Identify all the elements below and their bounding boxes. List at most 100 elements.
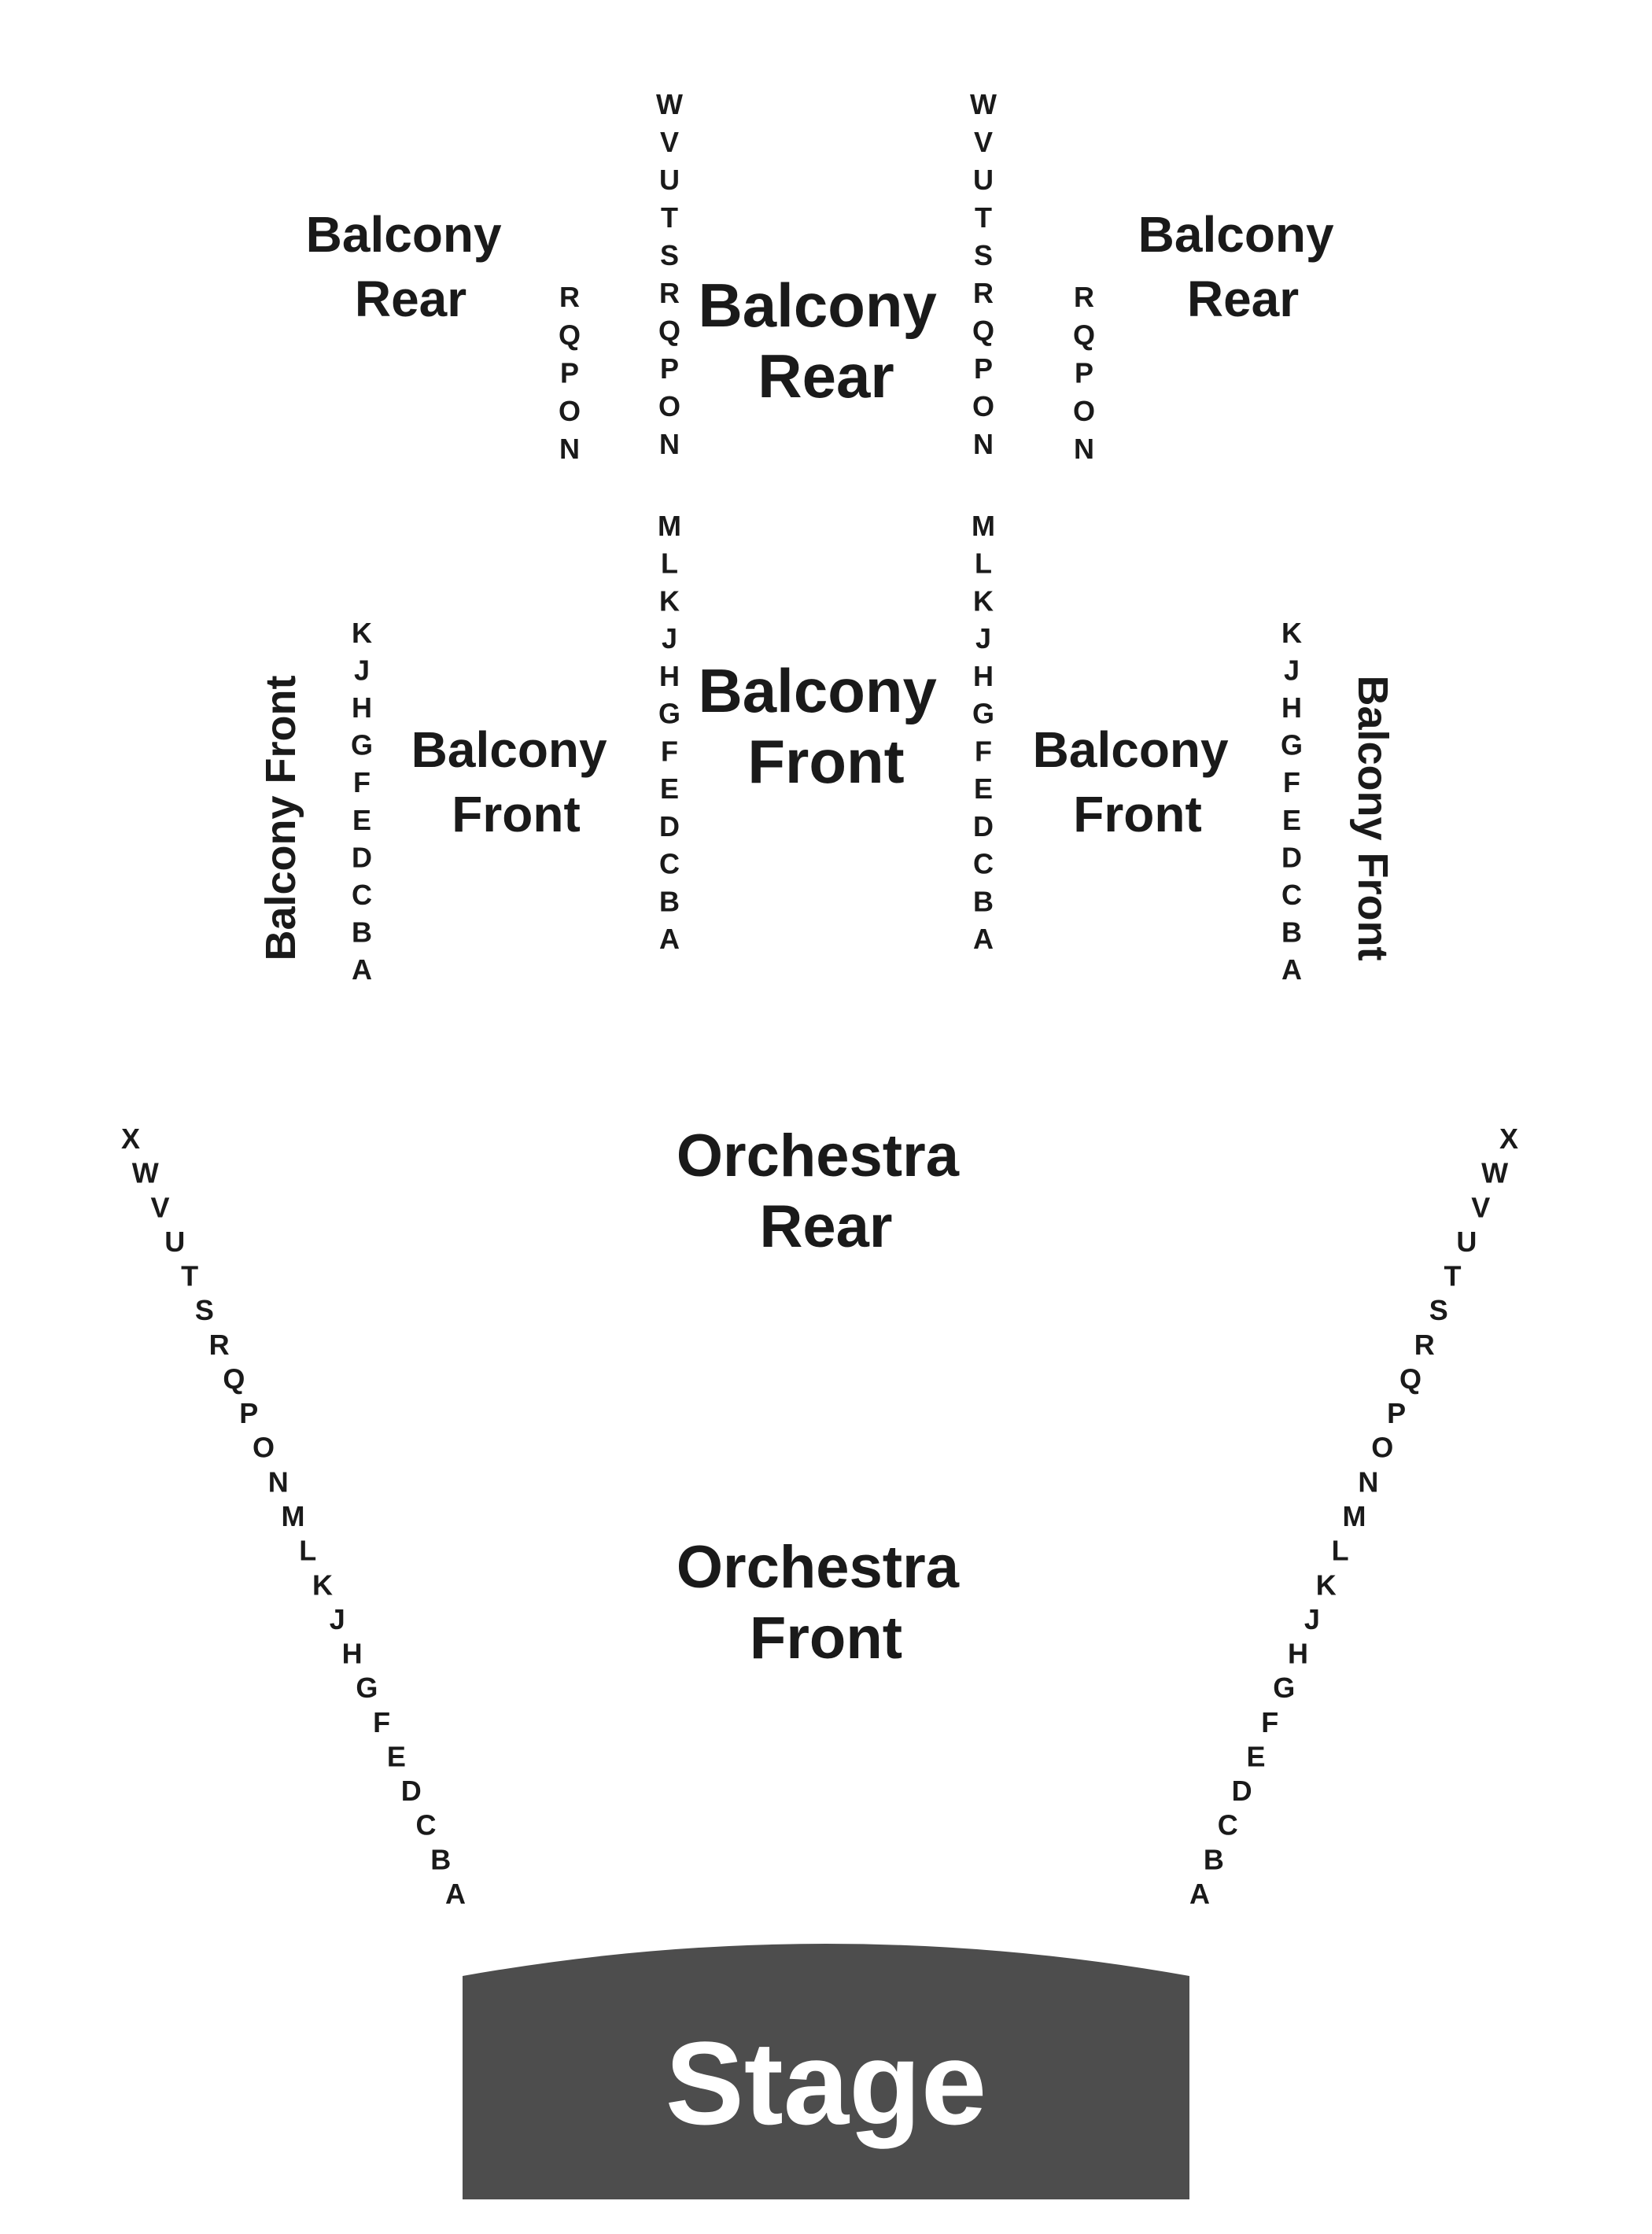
section-balcony-rear-left[interactable]: Balcony Rear <box>306 206 516 327</box>
balcony-front-right-aisle-row-f: F <box>975 735 992 767</box>
balcony-rear-left-aisle-row-n: N <box>659 428 680 460</box>
balcony-front-right-side-row-b: B <box>1281 916 1302 948</box>
balcony-front-left-aisle-row-d: D <box>659 810 680 842</box>
orchestra-right-row-h: H <box>1288 1638 1308 1670</box>
orchestra-right-row-n: N <box>1358 1465 1378 1498</box>
balcony-rear-left-aisle-row-v: V <box>660 126 679 158</box>
balcony-rear-right-aisle-row-o: O <box>972 390 994 422</box>
orchestra-left-row-f: F <box>373 1706 390 1738</box>
orchestra-left-row-j: J <box>330 1603 345 1635</box>
balcony-rear-left-aisle-row-q: Q <box>658 315 680 347</box>
orchestra-left-row-u: U <box>164 1226 185 1258</box>
balcony-front-left-aisle-row-m: M <box>658 510 681 542</box>
balcony-rear-left-aisle-row-o: O <box>658 390 680 422</box>
orchestra-right-row-b: B <box>1204 1843 1224 1875</box>
balcony-rear-left-side-row-q: Q <box>559 319 581 351</box>
balcony-rear-right-aisle-row-n: N <box>973 428 994 460</box>
section-balcony-rear-right[interactable]: Balcony Rear <box>1138 206 1348 327</box>
orchestra-left-row-o: O <box>253 1432 275 1464</box>
balcony-front-right-side-row-k: K <box>1281 617 1302 649</box>
orchestra-right-row-g: G <box>1273 1672 1295 1704</box>
orchestra-right-row-a: A <box>1189 1878 1210 1910</box>
orchestra-left-row-d: D <box>401 1775 422 1807</box>
balcony-front-left-aisle-row-e: E <box>660 772 679 805</box>
balcony-front-right-side-row-g: G <box>1281 729 1303 761</box>
section-balcony-front-right-outer[interactable]: Balcony Front <box>1349 675 1396 960</box>
balcony-rear-left-side-row-n: N <box>559 433 580 465</box>
balcony-rear-right-aisle-row-r: R <box>973 277 994 309</box>
balcony-front-right-aisle-row-e: E <box>974 772 993 805</box>
balcony-front-left-side-row-k: K <box>352 617 372 649</box>
balcony-front-left-side-row-d: D <box>352 841 372 873</box>
balcony-rear-right-aisle-row-q: Q <box>972 315 994 347</box>
orchestra-right-row-k: K <box>1316 1569 1337 1601</box>
row-labels: WVUTSRQPONWVUTSRQPONRQPONRQPONMLKJHGFEDC… <box>121 88 1518 1910</box>
balcony-rear-right-side-row-p: P <box>1075 357 1093 389</box>
orchestra-left-row-k: K <box>312 1569 333 1601</box>
balcony-front-right-aisle-row-m: M <box>972 510 995 542</box>
section-balcony-front-center[interactable]: Balcony Front <box>698 656 953 796</box>
section-orchestra-rear[interactable]: Orchestra Rear <box>677 1123 975 1260</box>
balcony-front-left-aisle-row-g: G <box>658 698 680 730</box>
orchestra-left-row-l: L <box>299 1535 316 1567</box>
balcony-front-left-aisle-row-a: A <box>659 923 680 955</box>
stage-shape[interactable] <box>463 1944 1189 2199</box>
section-balcony-rear-center[interactable]: Balcony Rear <box>698 271 953 411</box>
orchestra-right-row-w: W <box>1481 1157 1508 1189</box>
balcony-front-right-side-row-a: A <box>1281 953 1302 986</box>
balcony-front-right-aisle-row-a: A <box>973 923 994 955</box>
balcony-front-left-aisle-row-f: F <box>661 735 678 767</box>
balcony-front-right-side-row-c: C <box>1281 879 1302 911</box>
balcony-front-left-aisle-row-j: J <box>662 622 677 654</box>
balcony-front-right-aisle-row-l: L <box>975 547 992 580</box>
balcony-rear-right-side-row-r: R <box>1074 281 1094 313</box>
balcony-front-right-aisle-row-b: B <box>973 885 994 917</box>
balcony-rear-left-side-row-o: O <box>559 395 581 427</box>
orchestra-right-row-p: P <box>1387 1397 1406 1429</box>
orchestra-right-row-u: U <box>1456 1226 1477 1258</box>
balcony-front-left-side-row-b: B <box>352 916 372 948</box>
balcony-front-right-side-row-d: D <box>1281 841 1302 873</box>
orchestra-left-row-c: C <box>416 1809 437 1841</box>
balcony-front-right-aisle-row-h: H <box>973 660 994 692</box>
balcony-front-left-side-row-j: J <box>354 654 370 687</box>
orchestra-left-row-q: Q <box>223 1363 245 1395</box>
section-balcony-front-left-outer[interactable]: Balcony Front <box>257 675 304 960</box>
balcony-rear-left-aisle-row-w: W <box>656 88 683 120</box>
balcony-front-left-side-row-g: G <box>351 729 373 761</box>
orchestra-right-row-o: O <box>1371 1432 1393 1464</box>
orchestra-right-row-s: S <box>1429 1294 1448 1326</box>
section-balcony-front-left-inner[interactable]: Balcony Front <box>411 721 621 842</box>
orchestra-left-row-v: V <box>150 1191 169 1223</box>
balcony-front-left-side-row-a: A <box>352 953 372 986</box>
orchestra-right-row-m: M <box>1343 1500 1366 1532</box>
orchestra-right-row-t: T <box>1444 1260 1462 1292</box>
balcony-rear-right-aisle-row-u: U <box>973 164 994 196</box>
balcony-rear-left-aisle-row-p: P <box>660 352 679 385</box>
orchestra-left-row-g: G <box>356 1672 378 1704</box>
balcony-front-right-side-row-e: E <box>1282 804 1301 836</box>
orchestra-right-row-d: D <box>1232 1775 1252 1807</box>
balcony-rear-right-side-row-n: N <box>1074 433 1094 465</box>
orchestra-left-row-h: H <box>342 1638 363 1670</box>
orchestra-left-row-p: P <box>239 1397 258 1429</box>
balcony-rear-right-aisle-row-t: T <box>975 201 992 234</box>
balcony-front-left-side-row-h: H <box>352 691 372 724</box>
orchestra-left-row-x: X <box>121 1123 140 1155</box>
section-orchestra-front[interactable]: Orchestra Front <box>677 1534 975 1672</box>
balcony-front-right-aisle-row-g: G <box>972 698 994 730</box>
orchestra-right-row-j: J <box>1304 1603 1320 1635</box>
balcony-front-right-aisle-row-j: J <box>975 622 991 654</box>
section-balcony-front-right-inner[interactable]: Balcony Front <box>1033 721 1243 842</box>
balcony-front-left-aisle-row-h: H <box>659 660 680 692</box>
orchestra-left-row-s: S <box>195 1294 214 1326</box>
stage-label: Stage <box>666 2017 986 2149</box>
orchestra-left-row-m: M <box>282 1500 305 1532</box>
balcony-rear-left-aisle-row-s: S <box>660 239 679 271</box>
balcony-rear-left-aisle-row-r: R <box>659 277 680 309</box>
balcony-front-right-side-row-h: H <box>1281 691 1302 724</box>
orchestra-right-row-r: R <box>1414 1329 1435 1361</box>
orchestra-right-row-f: F <box>1261 1706 1278 1738</box>
balcony-front-left-side-row-c: C <box>352 879 372 911</box>
